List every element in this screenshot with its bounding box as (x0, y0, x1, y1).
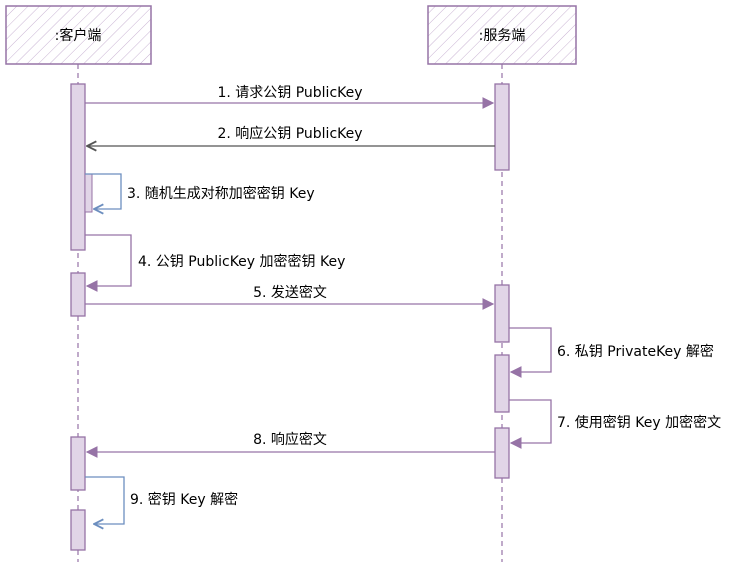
participant-client[interactable]: :客户端 (5, 5, 152, 65)
message-7-label: 7. 使用密钥 Key 加密密文 (557, 414, 721, 431)
message-4: 4. 公钥 PublicKey 加密密钥 Key (85, 234, 345, 292)
message-1: 1. 请求公钥 PublicKey (85, 85, 495, 109)
activation-server-4 (494, 427, 510, 479)
message-8: 8. 响应密文 (85, 431, 495, 458)
message-2: 2. 响应公钥 PublicKey (87, 125, 495, 146)
message-6-label: 6. 私钥 PrivateKey 解密 (557, 343, 714, 360)
participant-server[interactable]: :服务端 (427, 5, 577, 65)
message-3-label: 3. 随机生成对称加密密钥 Key (127, 185, 315, 202)
message-5: 5. 发送密文 (85, 284, 495, 310)
activation-server-2 (494, 284, 510, 343)
participant-client-label: :客户端 (55, 27, 102, 44)
message-6: 6. 私钥 PrivateKey 解密 (509, 327, 714, 378)
activation-server-3 (494, 354, 510, 413)
message-4-arrow (85, 234, 132, 292)
message-9-label: 9. 密钥 Key 解密 (130, 491, 238, 508)
message-8-label: 8. 响应密文 (253, 431, 327, 448)
message-2-label: 2. 响应公钥 PublicKey (217, 125, 362, 142)
message-7-arrow (509, 399, 552, 449)
activation-server-1 (494, 83, 510, 171)
activation-client-nested (84, 173, 93, 213)
activation-client-1 (70, 83, 86, 251)
activation-client-2 (70, 272, 86, 317)
message-9-arrow (85, 476, 125, 524)
message-1-label: 1. 请求公钥 PublicKey (217, 85, 362, 101)
participant-server-box (427, 5, 577, 65)
message-6-arrow (509, 327, 552, 378)
message-4-label: 4. 公钥 PublicKey 加密密钥 Key (138, 253, 345, 270)
message-9: 9. 密钥 Key 解密 (85, 476, 238, 524)
message-7: 7. 使用密钥 Key 加密密文 (509, 399, 721, 449)
activation-client-3 (70, 436, 86, 491)
participant-server-label: :服务端 (479, 28, 526, 44)
activation-client-4 (70, 509, 86, 551)
message-3: 3. 随机生成对称加密密钥 Key (85, 173, 315, 209)
participant-client-box (5, 5, 152, 65)
message-5-label: 5. 发送密文 (253, 284, 327, 301)
message-3-arrow (85, 173, 122, 209)
